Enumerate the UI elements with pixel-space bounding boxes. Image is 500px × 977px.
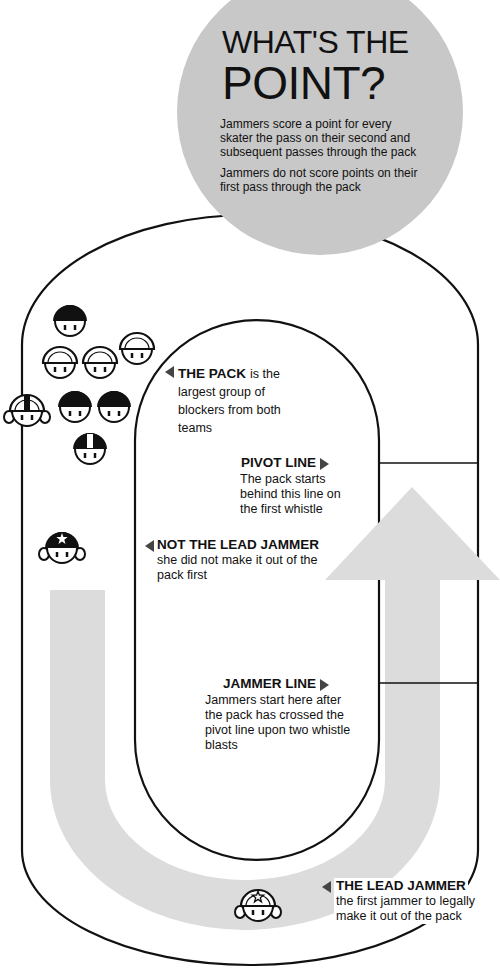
pointer-triangle: [165, 366, 174, 378]
pointer-triangle: [320, 679, 329, 691]
callout-group: THE LEAD JAMMERthe first jammer to legal…: [334, 878, 484, 924]
callout-group: The pack starts behind this line on the …: [240, 472, 352, 517]
skater-icon: [235, 890, 281, 921]
callout-group: JAMMER LINE: [176, 676, 316, 692]
skater-icon: [39, 532, 85, 563]
skater-icon: [83, 347, 117, 378]
pointer-triangle: [320, 458, 329, 470]
skater-icon: [53, 305, 87, 336]
skater-icon: [73, 433, 107, 464]
pointer-triangle: [322, 881, 331, 893]
skater-icon: [97, 391, 131, 422]
circle-paragraph: Jammers do not score points on their fir…: [220, 166, 420, 194]
callout-group: NOT THE LEAD JAMMERshe did not make it o…: [157, 537, 342, 583]
circle-heading: WHAT'S THE POINT?: [222, 14, 422, 106]
infield-oval: [135, 320, 379, 860]
circle-body: Jammers score a point for every skater t…: [220, 117, 420, 201]
skater-icon: [43, 347, 77, 378]
callout-text: Jammers start here after the pack has cr…: [205, 693, 360, 753]
callout-heading: THE LEAD JAMMER: [334, 878, 468, 894]
callout-heading: NOT THE LEAD JAMMER: [157, 537, 342, 553]
skater-icon: [120, 333, 154, 364]
skater-icon: [58, 391, 92, 422]
direction-arrow: [50, 487, 500, 930]
circle-paragraph: Jammers score a point for every skater t…: [220, 117, 420, 159]
callout-group: Jammers start here after the pack has cr…: [205, 693, 360, 753]
callout-group: PIVOT LINE: [196, 455, 316, 471]
skater-icon: [4, 395, 50, 426]
jammer-line: [379, 682, 478, 684]
callout-text: the first jammer to legally make it out …: [334, 894, 484, 924]
callout-text: The pack starts behind this line on the …: [240, 472, 352, 517]
pointer-triangle: [145, 540, 154, 552]
callout-text: she did not make it out of the pack firs…: [157, 553, 342, 583]
callout-heading: PIVOT LINE: [196, 455, 316, 471]
callout-group: THE PACKis the largest group of blockers…: [178, 364, 313, 436]
callout-heading: JAMMER LINE: [176, 676, 316, 692]
callout-heading: THE PACK: [178, 366, 246, 381]
pivot-line: [379, 462, 478, 464]
